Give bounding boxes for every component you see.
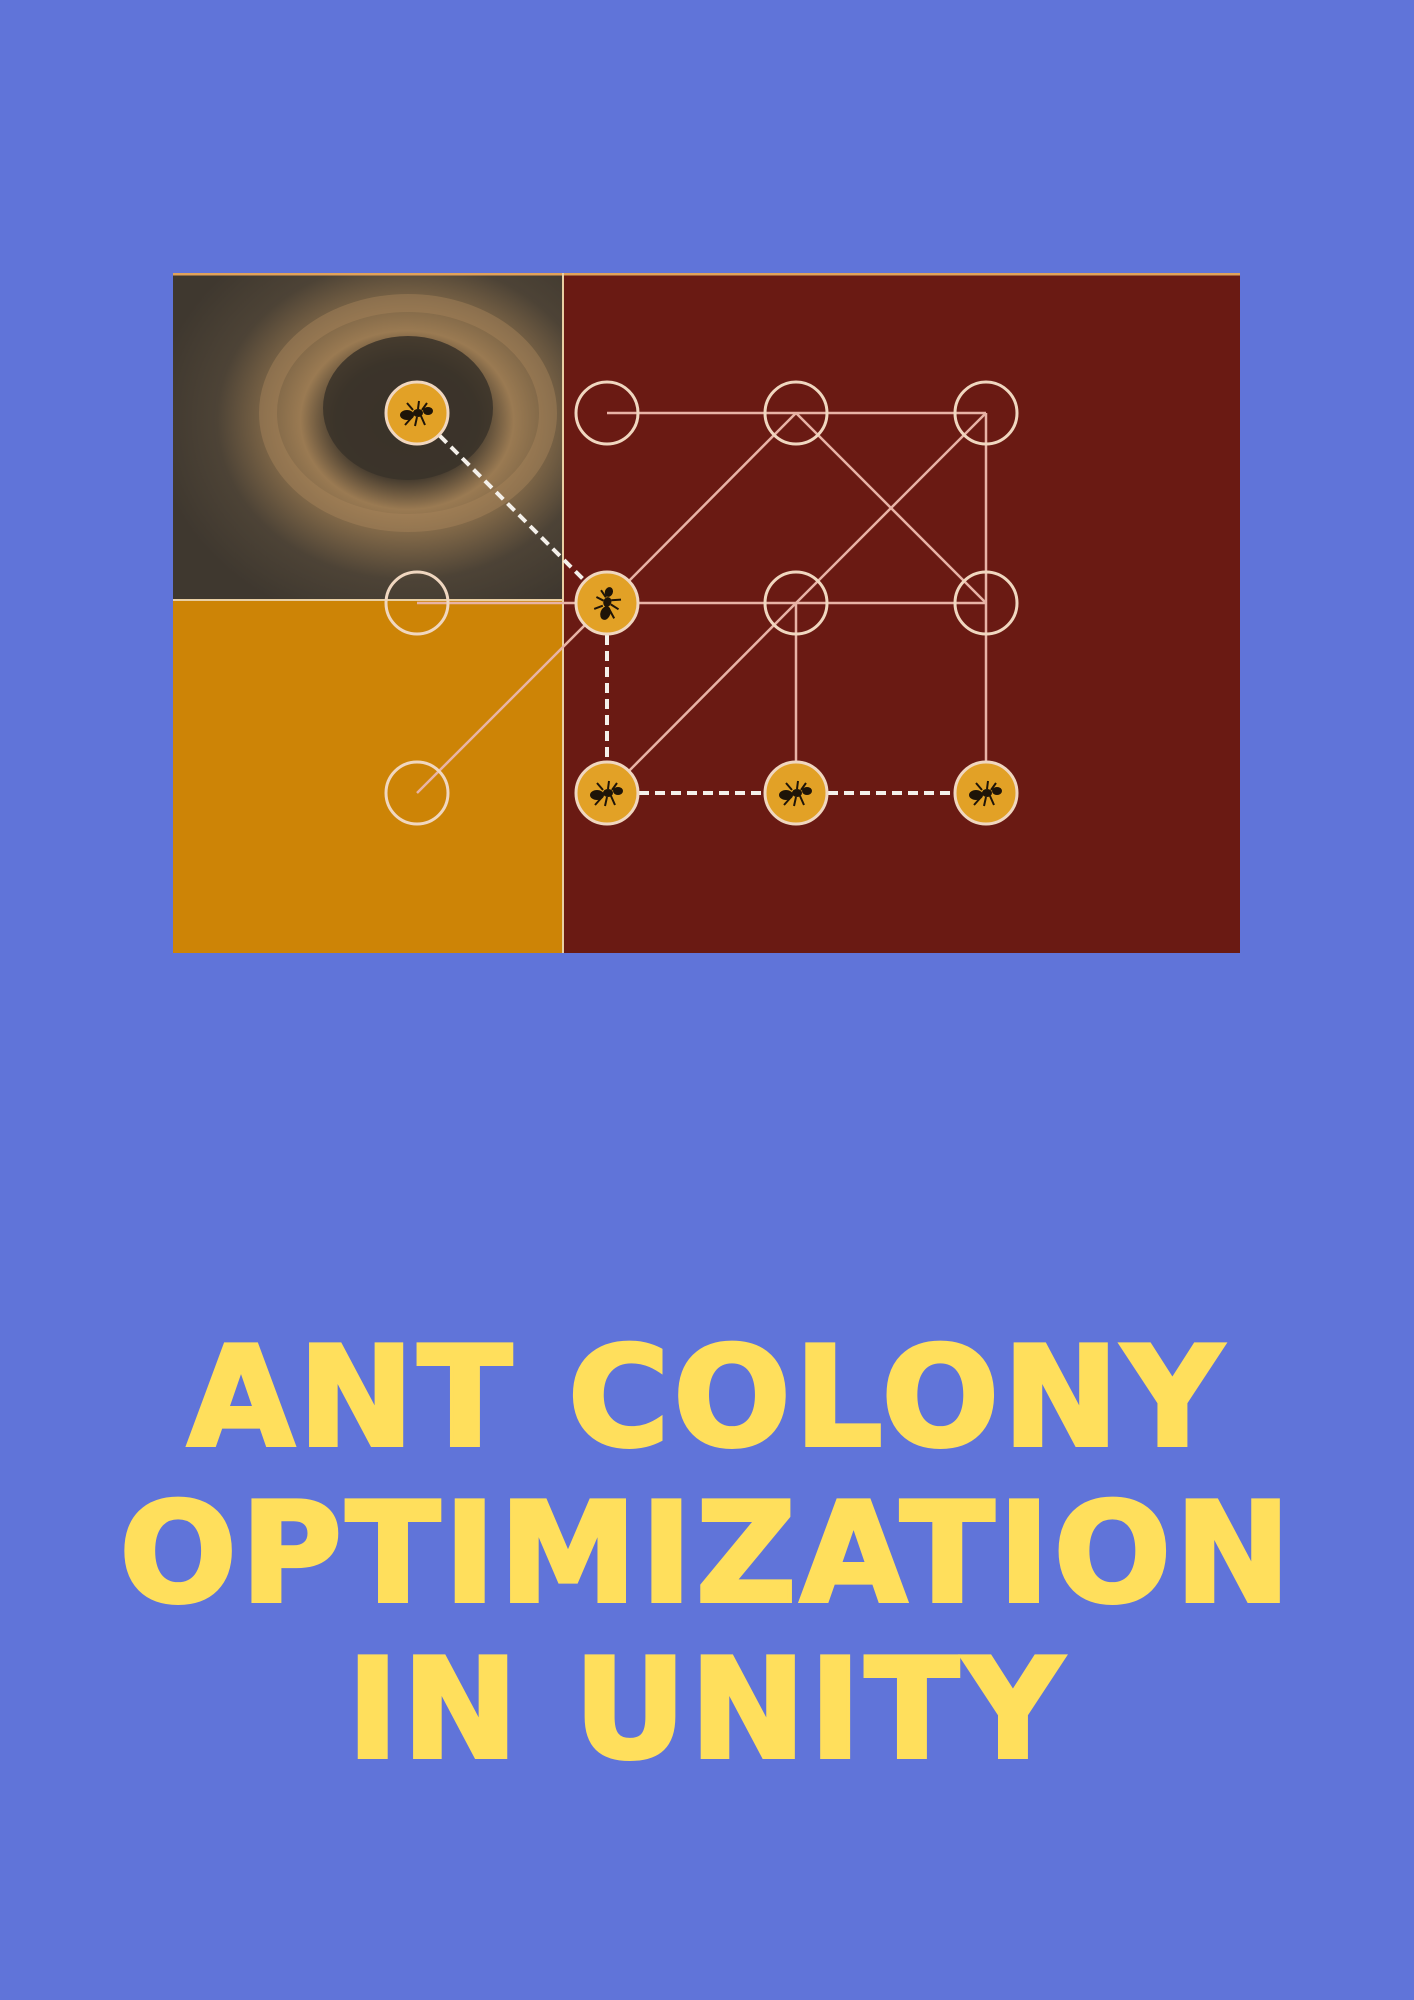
panel-dark-red (563, 273, 1240, 953)
ant-node (574, 570, 640, 636)
ant-node (384, 380, 450, 446)
graph-node (763, 570, 829, 636)
graph-node (953, 380, 1019, 446)
ant-colony-graph-illustration (173, 273, 1240, 953)
edge (606, 412, 797, 604)
ant-path (415, 411, 986, 795)
graph-nodes-visited (384, 380, 1019, 826)
graph-nodes-empty (384, 380, 1019, 826)
path-segment (415, 411, 609, 605)
ant-icon (779, 780, 812, 807)
nest-mound-ring (259, 294, 557, 532)
title-line-2: OPTIMIZATION (117, 1473, 1295, 1634)
ant-node (574, 760, 640, 826)
title-line-1: ANT COLONY (186, 1317, 1227, 1478)
ant-icon (590, 780, 623, 807)
ant-icon (400, 400, 433, 427)
edge (606, 602, 797, 794)
graph-node (953, 570, 1019, 636)
ant-node (953, 760, 1019, 826)
edge (795, 412, 987, 604)
ant-node (763, 760, 829, 826)
poster-title: ANT COLONY OPTIMIZATION IN UNITY (0, 1317, 1414, 1790)
ant-icon (969, 780, 1002, 807)
title-line-3: IN UNITY (345, 1629, 1067, 1790)
graph-svg (173, 273, 1240, 953)
graph-node (763, 380, 829, 446)
ant-icon (593, 587, 622, 620)
edge (416, 602, 608, 794)
graph-node (384, 570, 450, 636)
graph-node (574, 380, 640, 446)
graph-node (384, 760, 450, 826)
panel-orange (173, 600, 563, 953)
